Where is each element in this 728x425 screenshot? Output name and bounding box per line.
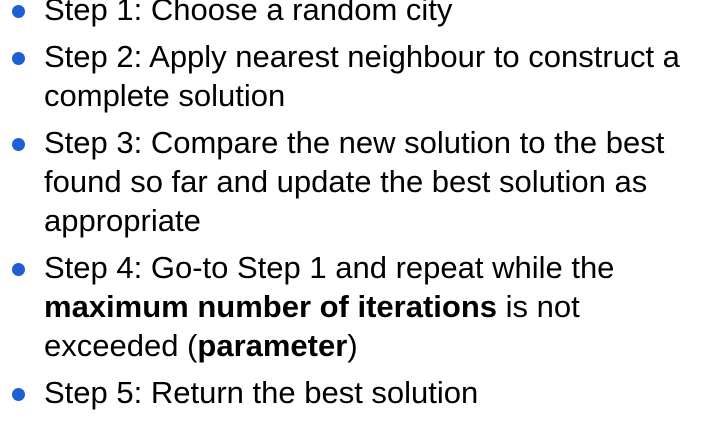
step-5-text: Step 5: Return the best solution xyxy=(44,375,479,410)
step-3-text-line-1: Step 3: Compare the new solution to the … xyxy=(44,125,665,160)
bullet-icon xyxy=(12,138,25,151)
bullet-icon xyxy=(12,5,25,18)
step-4-line-2-rest: is not xyxy=(497,289,580,324)
step-3-item: Step 3: Compare the new solution to the … xyxy=(0,123,728,240)
step-4-text-line-1: Step 4: Go-to Step 1 and repeat while th… xyxy=(44,250,615,285)
step-4-text-line-3: exceeded (parameter) xyxy=(44,326,728,365)
step-1-text: Step 1: Choose a random city xyxy=(44,0,453,27)
step-4-line-3-pre: exceeded ( xyxy=(44,328,198,363)
step-4-text-line-2: maximum number of iterations is not xyxy=(44,287,728,326)
bullet-icon xyxy=(12,388,25,401)
step-5-item: Step 5: Return the best solution xyxy=(0,373,728,412)
step-2-item: Step 2: Apply nearest neighbour to const… xyxy=(0,37,728,115)
bullet-icon xyxy=(12,263,25,276)
max-iterations-emphasis: maximum number of iterations xyxy=(44,289,498,324)
parameter-emphasis: parameter xyxy=(197,328,348,363)
step-2-text-line-1: Step 2: Apply nearest neighbour to const… xyxy=(44,39,680,74)
step-3-text-line-2: found so far and update the best solutio… xyxy=(44,164,648,199)
step-4-line-3-post: ) xyxy=(347,328,358,363)
step-4-item: Step 4: Go-to Step 1 and repeat while th… xyxy=(0,248,728,365)
bullet-icon xyxy=(12,52,25,65)
step-2-text-line-2: complete solution xyxy=(44,78,286,113)
step-list: Step 1: Choose a random city Step 2: App… xyxy=(0,0,728,412)
step-3-text-line-3: appropriate xyxy=(44,203,201,238)
step-1-item: Step 1: Choose a random city xyxy=(0,0,728,29)
